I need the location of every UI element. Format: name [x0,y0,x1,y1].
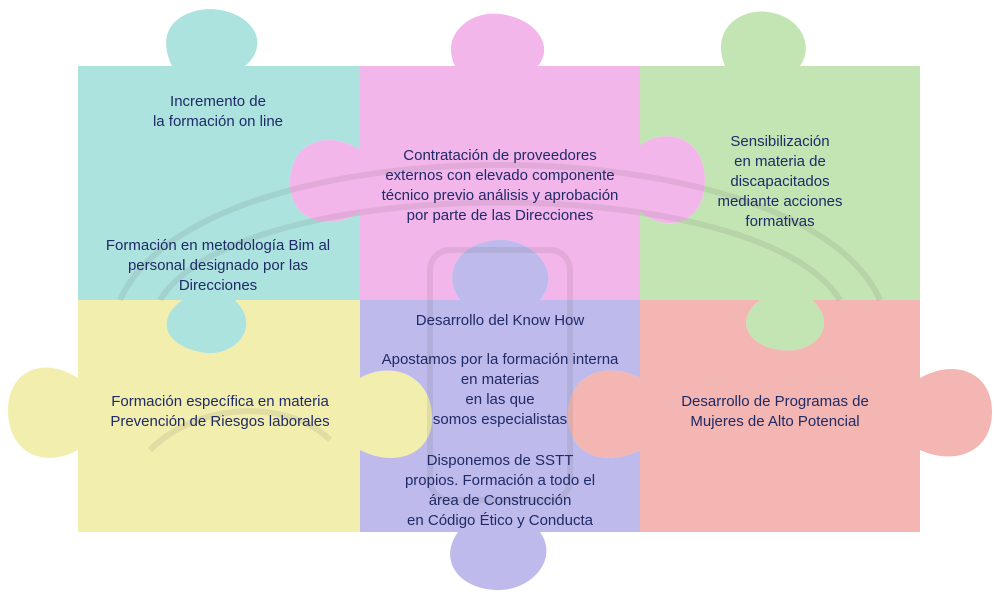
text-top-left-bim: Formación en metodología Bim al personal… [88,236,348,296]
puzzle-piece-bottom-right [568,300,992,532]
puzzle-piece-bottom-middle [360,239,640,591]
text-line: formativas [745,213,815,230]
text-line: discapacitados [730,173,830,190]
text-line: somos especialistas [432,411,568,428]
text-bottom-middle-sstt: Disponemos de SSTT propios. Formación a … [360,451,640,531]
text-line: Mujeres de Alto Potencial [690,413,860,430]
text-top-left-online: Incremento de la formación on line [118,92,318,132]
text-top-middle: Contratación de proveedores externos con… [360,146,640,226]
text-line: la formación on line [152,113,284,130]
text-line: Prevención de Riesgos laborales [110,413,330,430]
background-photo-texture [117,162,883,503]
text-line: Disponemos de SSTT [426,452,574,469]
text-line: Contratación de proveedores [403,147,597,164]
text-bottom-middle-internal: Apostamos por la formación interna en ma… [360,350,640,430]
text-line: Direcciones [178,277,258,294]
text-line: personal designado por las [127,257,309,274]
text-line: en materia de [734,153,826,170]
text-line: en materias [460,371,540,388]
text-top-right: Sensibilización en materia de discapacit… [680,132,880,232]
text-line: Desarrollo de Programas de [681,393,869,410]
puzzle-piece-top-left [78,9,360,354]
puzzle-piece-top-middle [289,13,705,300]
text-line: Apostamos por la formación interna [381,351,619,368]
text-line: área de Construcción [428,492,572,509]
text-line: técnico previo análisis y aprobación [381,187,619,204]
text-bottom-right: Desarrollo de Programas de Mujeres de Al… [650,392,900,432]
text-line: Incremento de [170,93,266,110]
text-line: propios. Formación a todo el [404,472,596,489]
puzzle-piece-bottom-left [8,300,433,532]
puzzle-piece-top-right [640,11,920,351]
text-line: en las que [465,391,535,408]
text-line: Sensibilización [730,133,830,150]
text-line: mediante acciones [717,193,843,210]
text-bottom-left: Formación específica en materia Prevenci… [90,392,350,432]
text-line: por parte de las Direcciones [406,207,594,224]
text-line: Desarrollo del Know How [415,312,585,329]
text-line: Formación específica en materia [111,393,329,410]
text-line: en Código Ético y Conducta [407,512,593,529]
text-line: Formación en metodología Bim al [105,237,331,254]
text-line: externos con elevado componente [385,167,615,184]
text-bottom-middle-knowhow: Desarrollo del Know How [360,311,640,331]
